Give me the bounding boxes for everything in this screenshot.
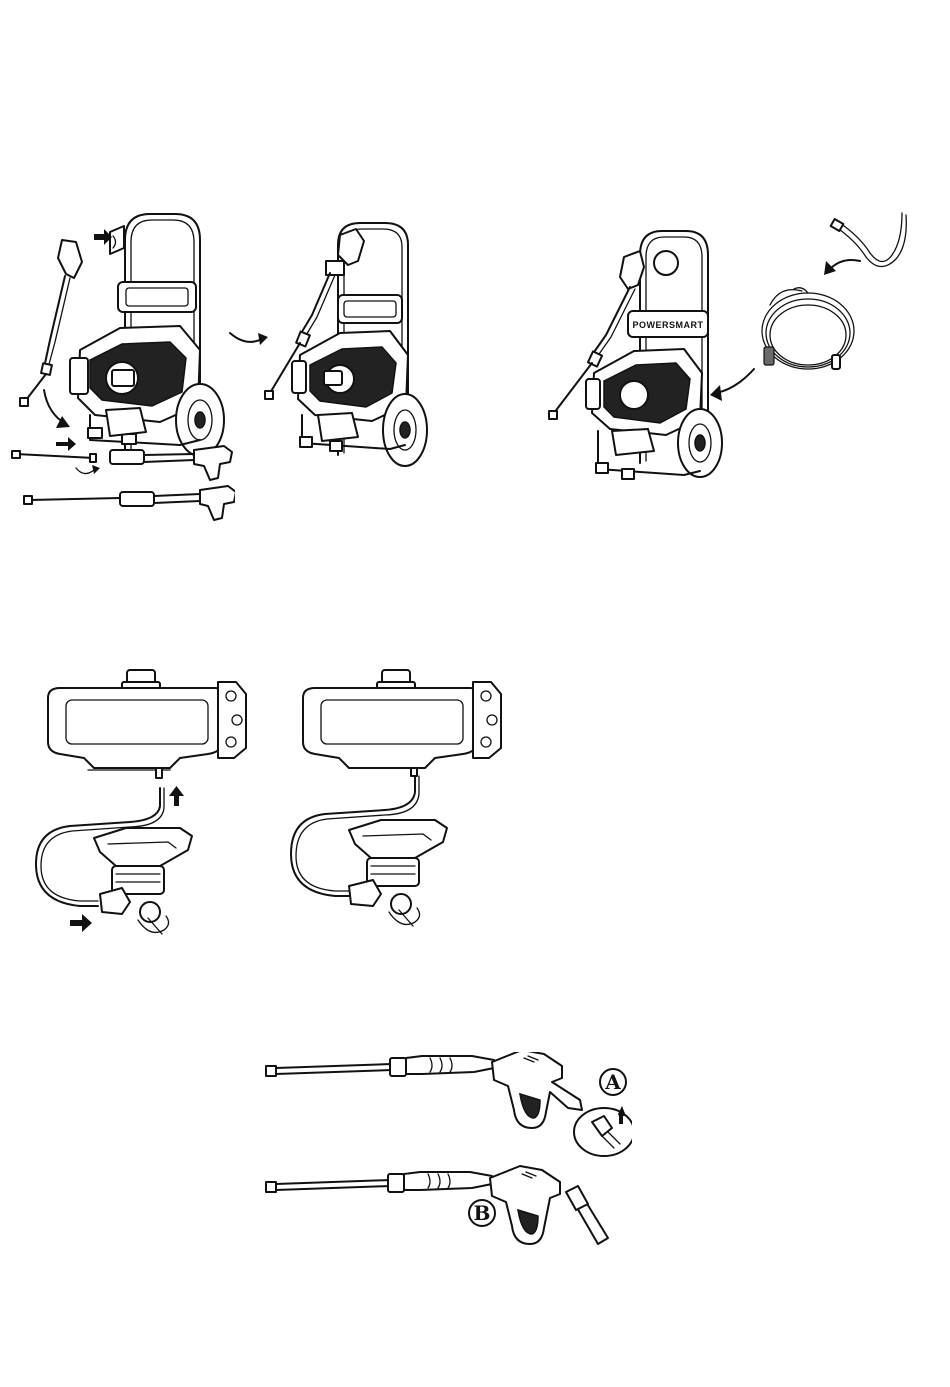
figure-attach-hose: POWERSMART (540, 205, 920, 490)
figure-hose-connected (285, 668, 510, 936)
figure-hose-to-pump-step (30, 668, 255, 943)
callout-b: B (474, 1201, 491, 1225)
figure-install-gun-holder (10, 200, 235, 525)
brand-label: POWERSMART (633, 320, 704, 330)
callout-a: A (604, 1070, 621, 1094)
figure-gun-mounted (260, 215, 430, 480)
nozzle-tip-a (266, 1066, 276, 1076)
nozzle-tip-b (266, 1182, 276, 1192)
figure-gun-extension: A B (262, 1052, 632, 1262)
